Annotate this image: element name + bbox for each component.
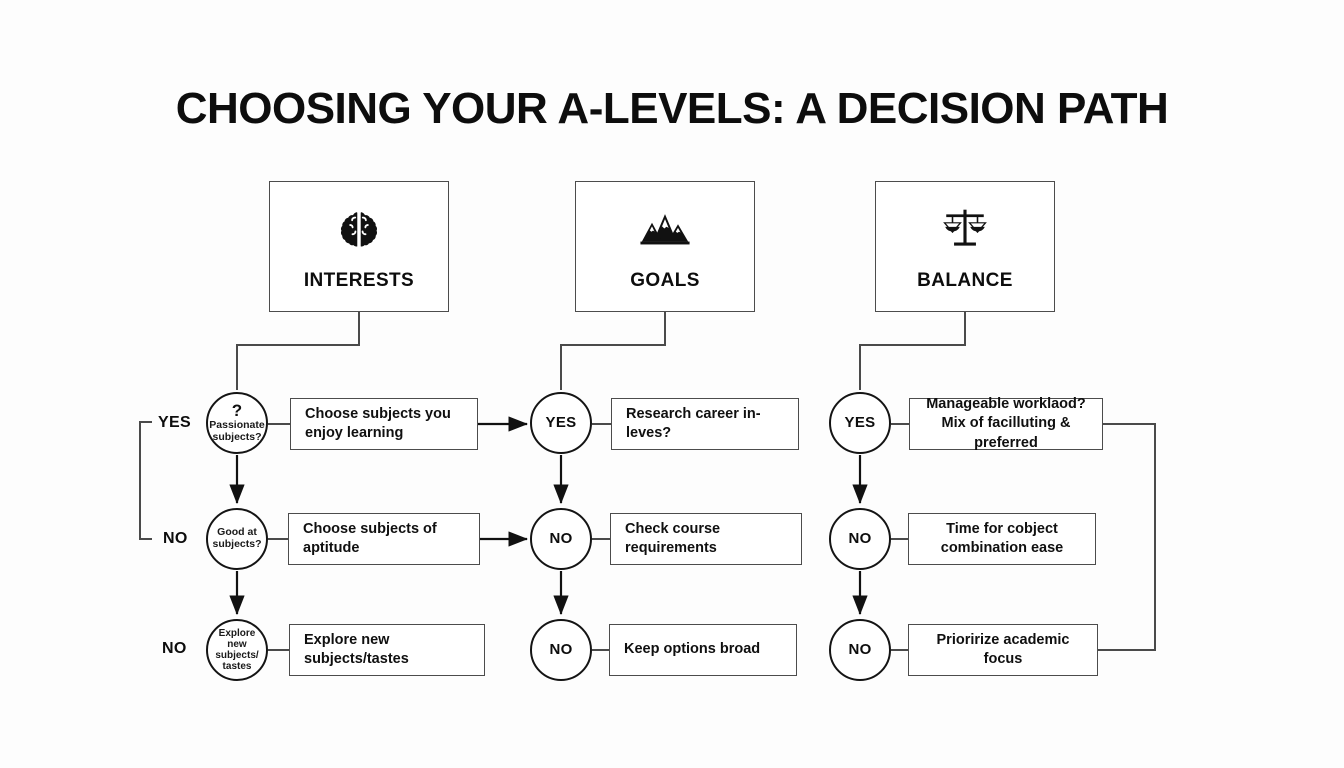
action-box-keep-options-broad[interactable]: Keep options broad bbox=[609, 624, 797, 676]
action-line-1: Choose subjects you bbox=[305, 405, 451, 422]
node-line-1: YES bbox=[844, 413, 876, 431]
category-label: INTERESTS bbox=[303, 270, 415, 291]
node-line-1: YES bbox=[545, 413, 577, 431]
action-box-prioritize-academic-focus[interactable]: Prioririze academic focus bbox=[908, 624, 1098, 676]
node-line-1: NO bbox=[549, 640, 573, 658]
action-line-1: Choose subjects of aptitude bbox=[303, 520, 437, 556]
action-box-aptitude[interactable]: Choose subjects of aptitude bbox=[288, 513, 480, 565]
action-box-combination-ease[interactable]: Time for cobject combination ease bbox=[908, 513, 1096, 565]
page-title: CHOOSING YOUR A-LEVELS: A DECISION PATH bbox=[175, 84, 1169, 133]
side-label-no-1: NO bbox=[163, 530, 188, 547]
action-line-1: Time for cobject bbox=[946, 520, 1058, 537]
action-box-manageable-workload[interactable]: Manageable worklaod? Mix of facilluting … bbox=[909, 396, 1103, 451]
scales-icon bbox=[940, 204, 990, 256]
side-label-no-2: NO bbox=[162, 640, 187, 657]
action-line-1: Keep options broad bbox=[624, 641, 761, 658]
action-box-enjoy-learning[interactable]: Choose subjects you enjoy learning bbox=[290, 398, 478, 450]
question-mark-icon: ? bbox=[231, 401, 243, 421]
decision-node-goals-yes[interactable]: YES bbox=[530, 392, 592, 454]
category-label: BALANCE bbox=[917, 270, 1013, 291]
action-line-1: Explore new subjects/tastes bbox=[304, 631, 409, 667]
decision-node-balance-no-2[interactable]: NO bbox=[829, 619, 891, 681]
node-line-1: Explore new bbox=[218, 628, 256, 650]
category-card-interests[interactable]: INTERESTS bbox=[269, 181, 449, 312]
category-card-goals[interactable]: GOALS bbox=[575, 181, 755, 312]
action-line-1: Manageable worklaod? bbox=[926, 396, 1086, 413]
node-line-1: Good at bbox=[217, 526, 257, 539]
decision-node-balance-yes[interactable]: YES bbox=[829, 392, 891, 454]
side-label-yes: YES bbox=[158, 414, 191, 431]
node-line-2: subjects/ bbox=[215, 650, 259, 661]
action-line-2: Mix of facilluting & preferred bbox=[941, 415, 1071, 451]
action-line-1: Check course requirements bbox=[625, 520, 721, 556]
action-line-2: combination ease bbox=[940, 540, 1064, 556]
decision-node-goals-no-1[interactable]: NO bbox=[530, 508, 592, 570]
node-line-3: tastes bbox=[222, 661, 252, 672]
brain-icon bbox=[337, 204, 381, 256]
node-line-2: subjects? bbox=[212, 431, 262, 443]
action-line-2: enjoy learning bbox=[305, 425, 404, 441]
decision-node-explore-new[interactable]: Explore new subjects/ tastes bbox=[206, 619, 268, 681]
action-line-1: Research career in-leves? bbox=[626, 405, 761, 441]
action-line-1: Prioririze academic focus bbox=[936, 631, 1070, 667]
decision-node-balance-no-1[interactable]: NO bbox=[829, 508, 891, 570]
action-box-research-career[interactable]: Research career in-leves? bbox=[611, 398, 799, 450]
decision-node-goals-no-2[interactable]: NO bbox=[530, 619, 592, 681]
node-line-1: NO bbox=[848, 640, 872, 658]
action-box-explore-tastes[interactable]: Explore new subjects/tastes bbox=[289, 624, 485, 676]
category-label: GOALS bbox=[630, 270, 700, 291]
decision-node-good-at[interactable]: Good at subjects? bbox=[206, 508, 268, 570]
mountains-icon bbox=[639, 204, 691, 256]
category-card-balance[interactable]: BALANCE bbox=[875, 181, 1055, 312]
action-box-course-requirements[interactable]: Check course requirements bbox=[610, 513, 802, 565]
node-line-1: Passionate bbox=[209, 419, 265, 432]
node-line-2: subjects? bbox=[212, 538, 262, 550]
node-line-1: NO bbox=[549, 529, 573, 547]
node-line-1: NO bbox=[848, 529, 872, 547]
decision-node-passionate[interactable]: ? Passionate subjects? bbox=[206, 392, 268, 454]
